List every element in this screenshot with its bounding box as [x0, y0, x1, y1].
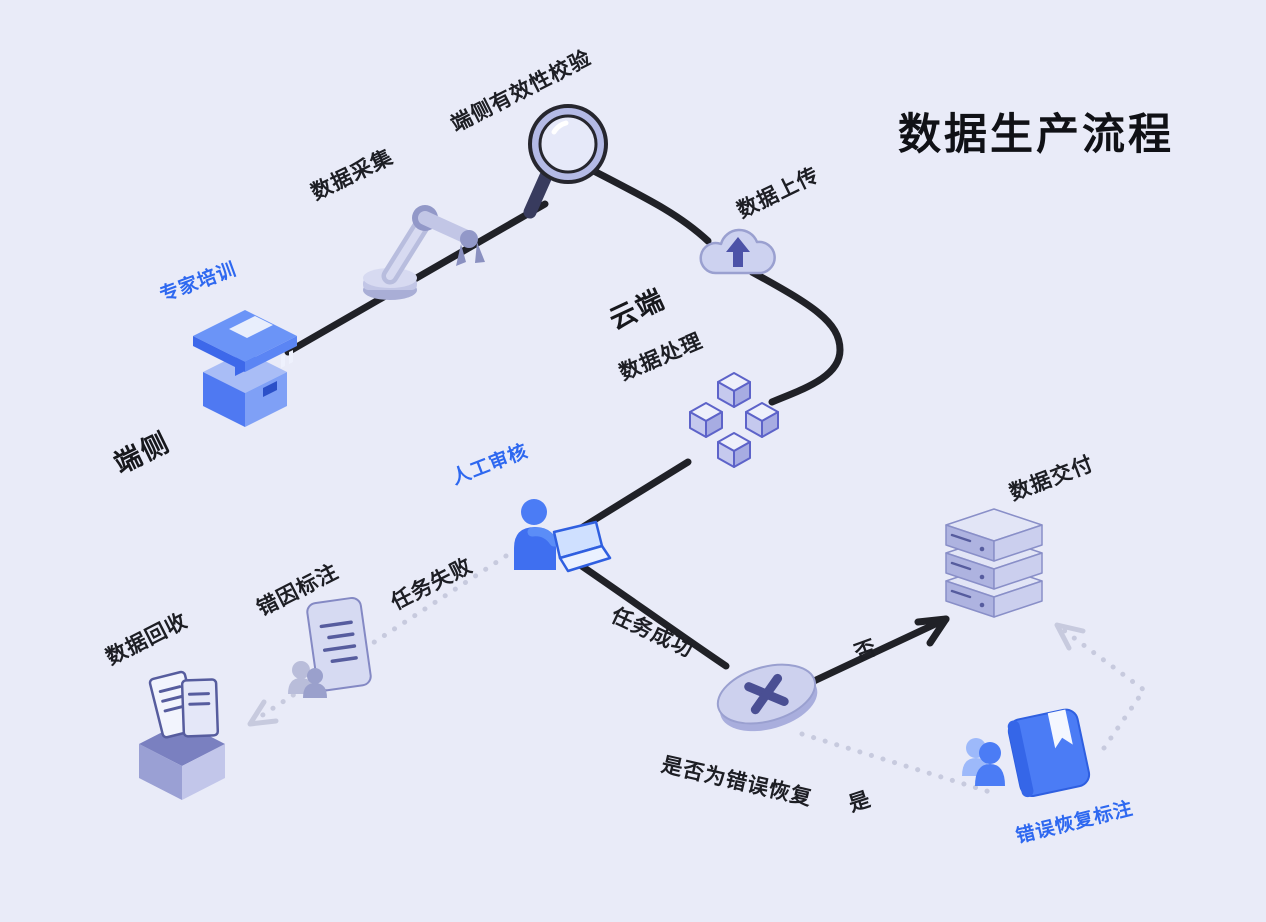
- magnifier-icon: [518, 102, 618, 222]
- book-person-icon: [958, 698, 1103, 806]
- document-person-icon: [286, 594, 376, 706]
- delivery-arrowhead: [914, 615, 950, 647]
- cube-cluster-icon: [680, 368, 790, 473]
- diagram-title: 数据生产流程: [898, 111, 1174, 159]
- flow-magnifier-to-cloud: [588, 166, 712, 245]
- flow-decision-to-delivery: [810, 615, 950, 685]
- flow-review-to-decision: [566, 554, 730, 670]
- dotted-fail-path: [249, 553, 509, 725]
- person-laptop-icon: [498, 496, 613, 591]
- robot-arm-icon: [345, 182, 495, 307]
- podium-icon: [185, 280, 305, 430]
- dotted-recovery-return-path: [1055, 623, 1147, 751]
- box-files-icon: [127, 664, 237, 802]
- recovery-return-arrowhead: [1054, 622, 1086, 651]
- server-stack-icon: [938, 505, 1050, 630]
- decision-x-icon: [712, 644, 822, 749]
- flow-cloud-to-cube: [748, 268, 844, 406]
- dotted-yes-path: [799, 731, 993, 795]
- cloud-upload-icon: [693, 211, 783, 291]
- fail-arrowhead: [247, 699, 279, 727]
